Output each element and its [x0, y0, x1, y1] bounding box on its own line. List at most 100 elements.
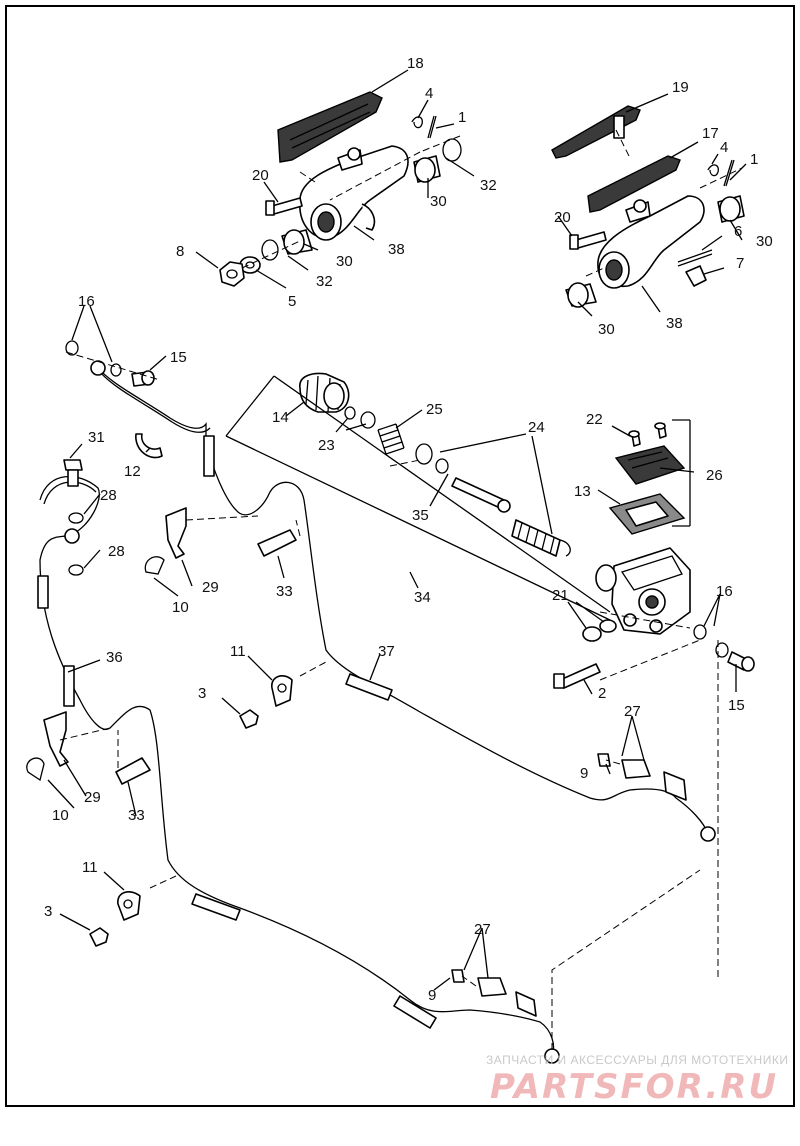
callout-label: 3: [44, 903, 52, 920]
clip-4: [411, 116, 423, 129]
callout-label: 36: [106, 649, 123, 666]
clip-10: [26, 556, 165, 782]
left-footboard-assembly: [219, 91, 462, 287]
callout-label: 18: [407, 55, 424, 72]
bracket-29: [43, 507, 187, 767]
callout-label: 30: [598, 321, 615, 338]
bolt-20: [265, 197, 303, 216]
hose-sleeve: [63, 665, 75, 707]
screws-22: [628, 422, 667, 447]
o-ring-32: [261, 138, 462, 261]
callout-label: 11: [230, 643, 246, 660]
callout-label: 32: [480, 177, 497, 194]
callout-label: 30: [756, 233, 773, 250]
hose-sleeve: [393, 995, 437, 1029]
callout-label: 16: [716, 583, 733, 600]
pushrod-35: [451, 477, 511, 513]
assembly-dash-lines-right: [585, 129, 743, 277]
brake-pedal-pad-18: [277, 91, 383, 163]
hose-sleeve: [203, 435, 215, 477]
callout-label: 6: [734, 223, 742, 240]
callout-label: 29: [84, 789, 101, 806]
callout-label: 4: [720, 139, 728, 156]
brake-line-37-inner: [99, 371, 211, 433]
cap-9: [451, 753, 611, 983]
clamp-12: [135, 433, 163, 459]
banjo-end: [90, 360, 106, 376]
brake-line-37: [97, 367, 709, 835]
callout-label: 3: [198, 685, 206, 702]
switch-27: [477, 759, 687, 1017]
pedal-arm-38-right: [597, 195, 705, 289]
bolt-20-right: [569, 231, 607, 250]
callout-label: 28: [108, 543, 125, 560]
callout-label: 16: [78, 293, 95, 310]
brake-line-36: [39, 476, 555, 1057]
banjo-end: [700, 826, 716, 842]
callout-label: 19: [672, 79, 689, 96]
spring-6: [677, 249, 713, 267]
small-parts: [26, 340, 701, 1050]
banjo-end: [64, 528, 80, 544]
callout-label: 38: [388, 241, 405, 258]
pin-1: [427, 115, 437, 139]
callout-label: 20: [554, 209, 571, 226]
bolt-2: [553, 663, 601, 689]
assembly-dash-lines-center: [389, 459, 719, 980]
callout-label: 1: [458, 109, 466, 126]
callout-label: 28: [100, 487, 117, 504]
callout-label: 33: [128, 807, 145, 824]
callout-labels: 18 4 1 32 20 30 38 8 5 32 30 19 17 4 1 2…: [44, 55, 773, 1004]
brake-pedal-arm-38: [299, 145, 409, 241]
callout-label: 13: [574, 483, 591, 500]
callout-label: 10: [172, 599, 189, 616]
cap-7: [685, 265, 707, 287]
callout-label: 25: [426, 401, 443, 418]
pushrod-guide-lines: [225, 375, 611, 621]
banjo-washers-16-right: [693, 624, 729, 658]
master-cylinder-body: [595, 547, 691, 635]
spring-25: [377, 423, 405, 455]
callout-label: 15: [728, 697, 745, 714]
callout-label: 31: [88, 429, 105, 446]
callout-leaders: [47, 69, 747, 991]
callout-label: 21: [552, 587, 569, 604]
right-footboard-assembly: [551, 105, 745, 308]
watermark: ЗАПЧАСТИ И АКСЕССУАРЫ ДЛЯ МОТОТЕХНИКИ PA…: [486, 1053, 788, 1107]
callout-label: 15: [170, 349, 187, 366]
callout-label: 7: [736, 255, 744, 272]
callout-label: 33: [276, 583, 293, 600]
snap-ring-24: [415, 443, 449, 474]
pedal-pad-17: [587, 155, 681, 213]
callout-label: 30: [336, 253, 353, 270]
callout-label: 29: [202, 579, 219, 596]
clip-4-right: [707, 164, 719, 177]
callout-label: 23: [318, 437, 335, 454]
hose-sleeve: [345, 673, 393, 701]
callout-label: 34: [414, 589, 431, 606]
clamp-11: [117, 675, 293, 921]
callout-label: 27: [474, 921, 491, 938]
pin-1-right: [723, 159, 735, 187]
banjo-bolt-15-left: [131, 370, 155, 387]
boot-14: [299, 372, 350, 413]
callout-label: 17: [702, 125, 719, 142]
callout-label: 37: [378, 643, 395, 660]
hose-sleeve: [37, 575, 49, 609]
callout-label: 30: [430, 193, 447, 210]
callout-label: 11: [82, 859, 98, 876]
callout-label: 35: [412, 507, 429, 524]
screw-3: [89, 709, 259, 947]
cover-26: [614, 445, 686, 485]
banjo-bolt-15-right: [727, 651, 755, 672]
nut-8: [219, 261, 245, 287]
retaining-ring-23: [344, 406, 376, 429]
callout-label: 9: [428, 987, 436, 1004]
brake-lines: [37, 360, 716, 1064]
callout-label: 9: [580, 765, 588, 782]
plugs-21: [582, 619, 617, 642]
piston-assembly-24: [511, 519, 571, 557]
bushing-30-right: [565, 195, 745, 308]
callout-label: 8: [176, 243, 184, 260]
